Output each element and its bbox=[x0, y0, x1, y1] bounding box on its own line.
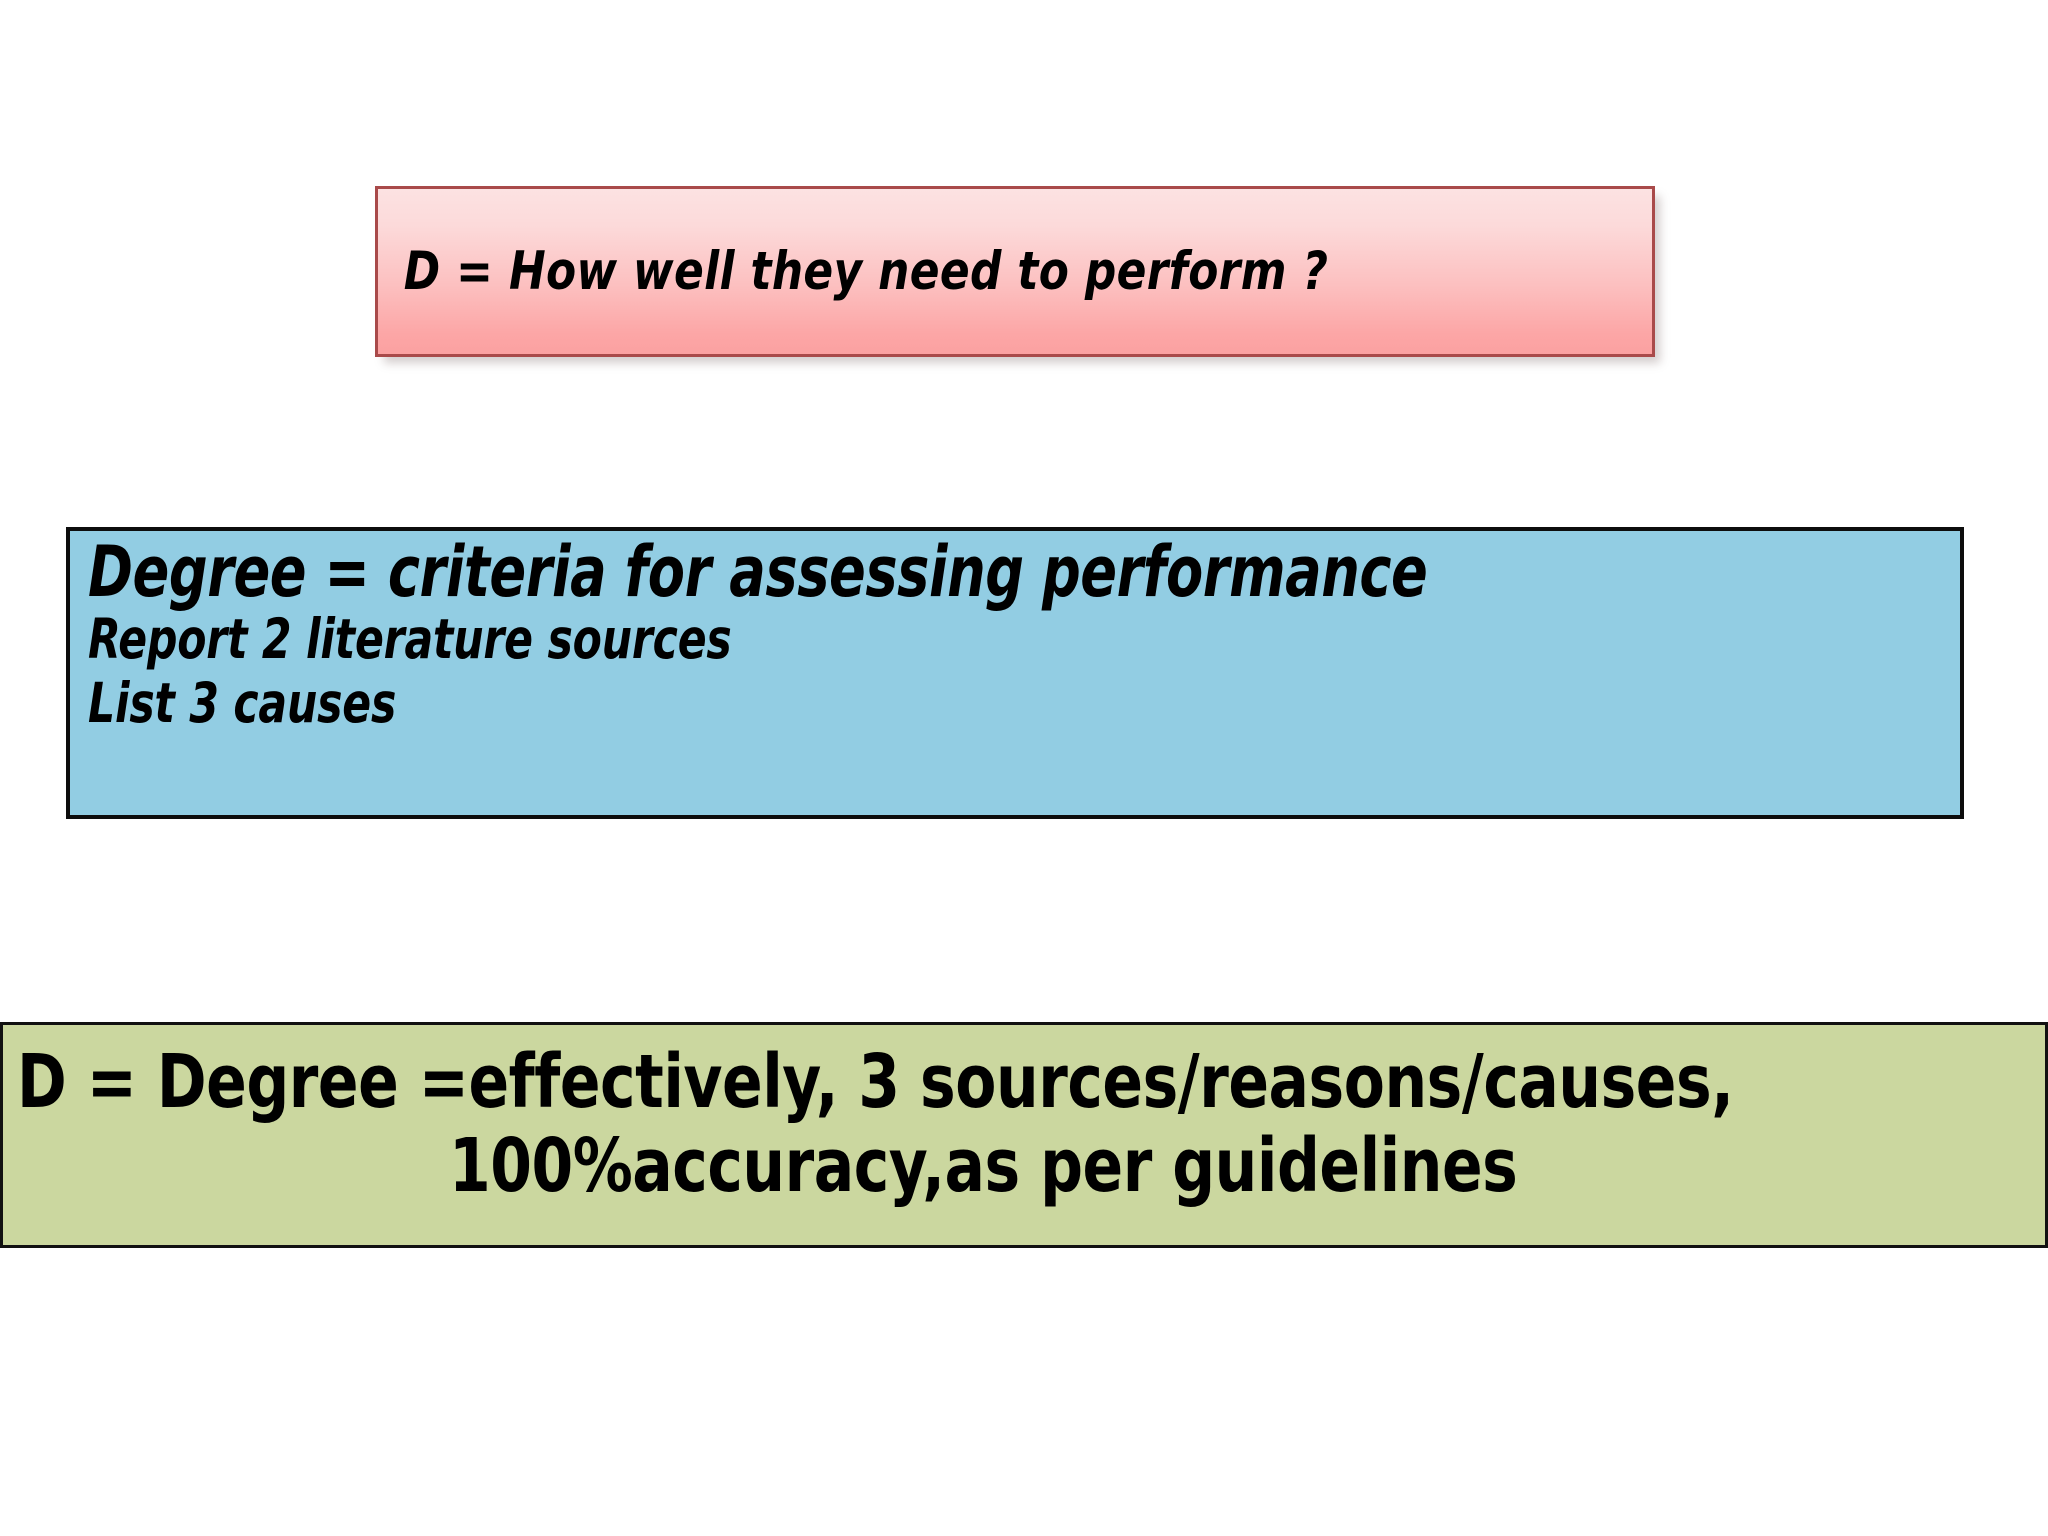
definition-line-3: List 3 causes bbox=[88, 671, 397, 736]
example-line-1: D = Degree =effectively, 3 sources/reaso… bbox=[17, 1039, 1734, 1125]
example-panel-box: D = Degree =effectively, 3 sources/reaso… bbox=[0, 1022, 2048, 1248]
example-line-2: 100%accuracy,as per guidelines bbox=[449, 1122, 1518, 1209]
definition-line-1: Degree = criteria for assessing performa… bbox=[88, 531, 1428, 613]
question-callout-box: D = How well they need to perform ? bbox=[375, 186, 1655, 357]
definition-line-2: Report 2 literature sources bbox=[88, 607, 732, 672]
question-callout-text: D = How well they need to perform ? bbox=[403, 240, 1329, 302]
definition-panel-box: Degree = criteria for assessing performa… bbox=[66, 527, 1964, 819]
